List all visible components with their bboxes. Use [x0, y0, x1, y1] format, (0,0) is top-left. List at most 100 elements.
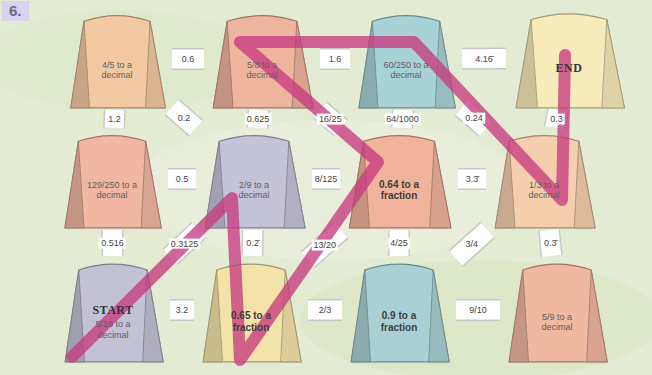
tent-body [349, 136, 450, 228]
tent-flap [143, 270, 164, 362]
tent-task: 5/8 to a decimal [233, 60, 291, 81]
tent-flap [435, 21, 455, 108]
tent-flap [71, 21, 90, 108]
tent-flap [213, 21, 233, 108]
path-band-fill [308, 301, 342, 320]
tent-text-area: 5/9 to a decimal [529, 288, 586, 355]
path-band-fill [456, 230, 488, 259]
tent-text-area: 129/250 to a decimal [84, 159, 140, 222]
tent-shape [350, 8, 462, 110]
path-band-fill [168, 170, 196, 189]
tent-flap [146, 21, 166, 108]
tent-flap [509, 270, 528, 362]
path-band-fill [320, 50, 350, 69]
tent-flap [495, 141, 515, 228]
tent-node: END [506, 6, 632, 110]
tent-task: 129/250 to a decimal [84, 180, 140, 201]
tent-flap [429, 270, 450, 362]
path-band-fill [105, 110, 125, 128]
tent-heading: START [92, 304, 133, 318]
tent-text-area: 0.9 to a fraction [371, 288, 428, 355]
tent-body [71, 16, 166, 108]
answer-label: 0.516 [99, 238, 126, 249]
tent-text-area: START5/16 to a decimal [85, 288, 142, 355]
tent-text-area: 0.65 to a fraction [223, 288, 280, 355]
answer-label: 2/3 [317, 305, 334, 316]
tent-flap [205, 141, 225, 228]
tent-node: 129/250 to a decimal [56, 128, 168, 230]
tent-task: 1/3 to a decimal [515, 180, 573, 201]
answer-label: 64/1000 [384, 114, 421, 125]
tent-shape [500, 256, 614, 364]
tent-flap [516, 20, 537, 108]
tent-shape [204, 8, 320, 110]
tent-node: 60/250 to a decimal [350, 8, 462, 110]
tent-node: START5/16 to a decimal [56, 256, 170, 364]
tent-shape [62, 8, 172, 110]
tent-body [203, 264, 301, 362]
path-band-fill [172, 107, 196, 128]
path-band-edge [456, 230, 488, 259]
tent-shape [506, 6, 632, 110]
tent-shape [342, 256, 456, 364]
tent-flap [65, 141, 84, 228]
tent-body [516, 14, 624, 108]
answer-label: 4.16̄ [473, 53, 495, 64]
tent-body [351, 264, 449, 362]
exercise-number: 6. [2, 1, 29, 21]
path-band-edge [312, 168, 340, 190]
answer-label: 4/25 [388, 238, 410, 249]
tent-heading: END [556, 62, 583, 76]
answer-label: 1.6 [327, 54, 344, 65]
tent-flap [141, 141, 161, 228]
tent-node: 4/5 to a decimal [62, 8, 172, 110]
tent-node: 5/8 to a decimal [204, 8, 320, 110]
answer-label: 0.3̄ [542, 238, 559, 249]
tent-shape [196, 128, 312, 230]
tent-task: 0.65 to a fraction [223, 310, 280, 333]
tent-flap [359, 21, 378, 108]
tent-text-area: END [538, 37, 601, 102]
path-band-fill [170, 301, 194, 320]
path-band-fill [456, 301, 500, 320]
tent-task: 0.64 to a fraction [370, 179, 429, 202]
tent-task: 5/16 to a decimal [85, 319, 142, 340]
tent-text-area: 4/5 to a decimal [90, 39, 145, 102]
path-band-fill [462, 49, 506, 68]
path-band-fill [172, 50, 204, 69]
path-band-edge [458, 168, 486, 190]
answer-label: 0.6 [180, 54, 197, 65]
path-band-edge [168, 168, 196, 190]
tent-shape [194, 256, 308, 364]
answer-label: 0.5 [174, 174, 191, 185]
answer-label: 0.625 [245, 114, 272, 125]
tent-flap [281, 270, 302, 362]
answer-label: 13/20 [311, 239, 338, 250]
answer-label: 0.3 [548, 114, 565, 125]
answer-label: 3/4 [464, 239, 481, 250]
answer-label: 0.3125 [169, 238, 201, 249]
answer-label: 16/25 [317, 113, 344, 124]
tent-flap [292, 21, 313, 108]
path-band-edge [308, 299, 342, 321]
answer-label: 8/125 [313, 174, 340, 185]
tent-task: 2/9 to a decimal [225, 180, 283, 201]
tent-flap [430, 141, 451, 228]
tent-body [205, 136, 305, 228]
answer-label: 0.2̄ [244, 238, 261, 249]
tent-node: 1/3 to a decimal [486, 128, 602, 230]
tent-flap [602, 20, 625, 108]
answer-label: 0.2 [176, 112, 193, 123]
tent-shape [56, 128, 168, 230]
tent-text-area: 0.64 to a fraction [370, 159, 429, 222]
tent-task: 4/5 to a decimal [90, 60, 145, 81]
tent-flap [587, 270, 608, 362]
answer-label: 3.2 [174, 305, 191, 316]
path-band-fill [243, 230, 263, 256]
tent-flap [203, 270, 222, 362]
path-band-edge [170, 299, 194, 321]
path-band [172, 107, 196, 128]
tent-flap [349, 141, 369, 228]
tent-node: 5/9 to a decimal [500, 256, 614, 364]
tent-body [509, 264, 607, 362]
